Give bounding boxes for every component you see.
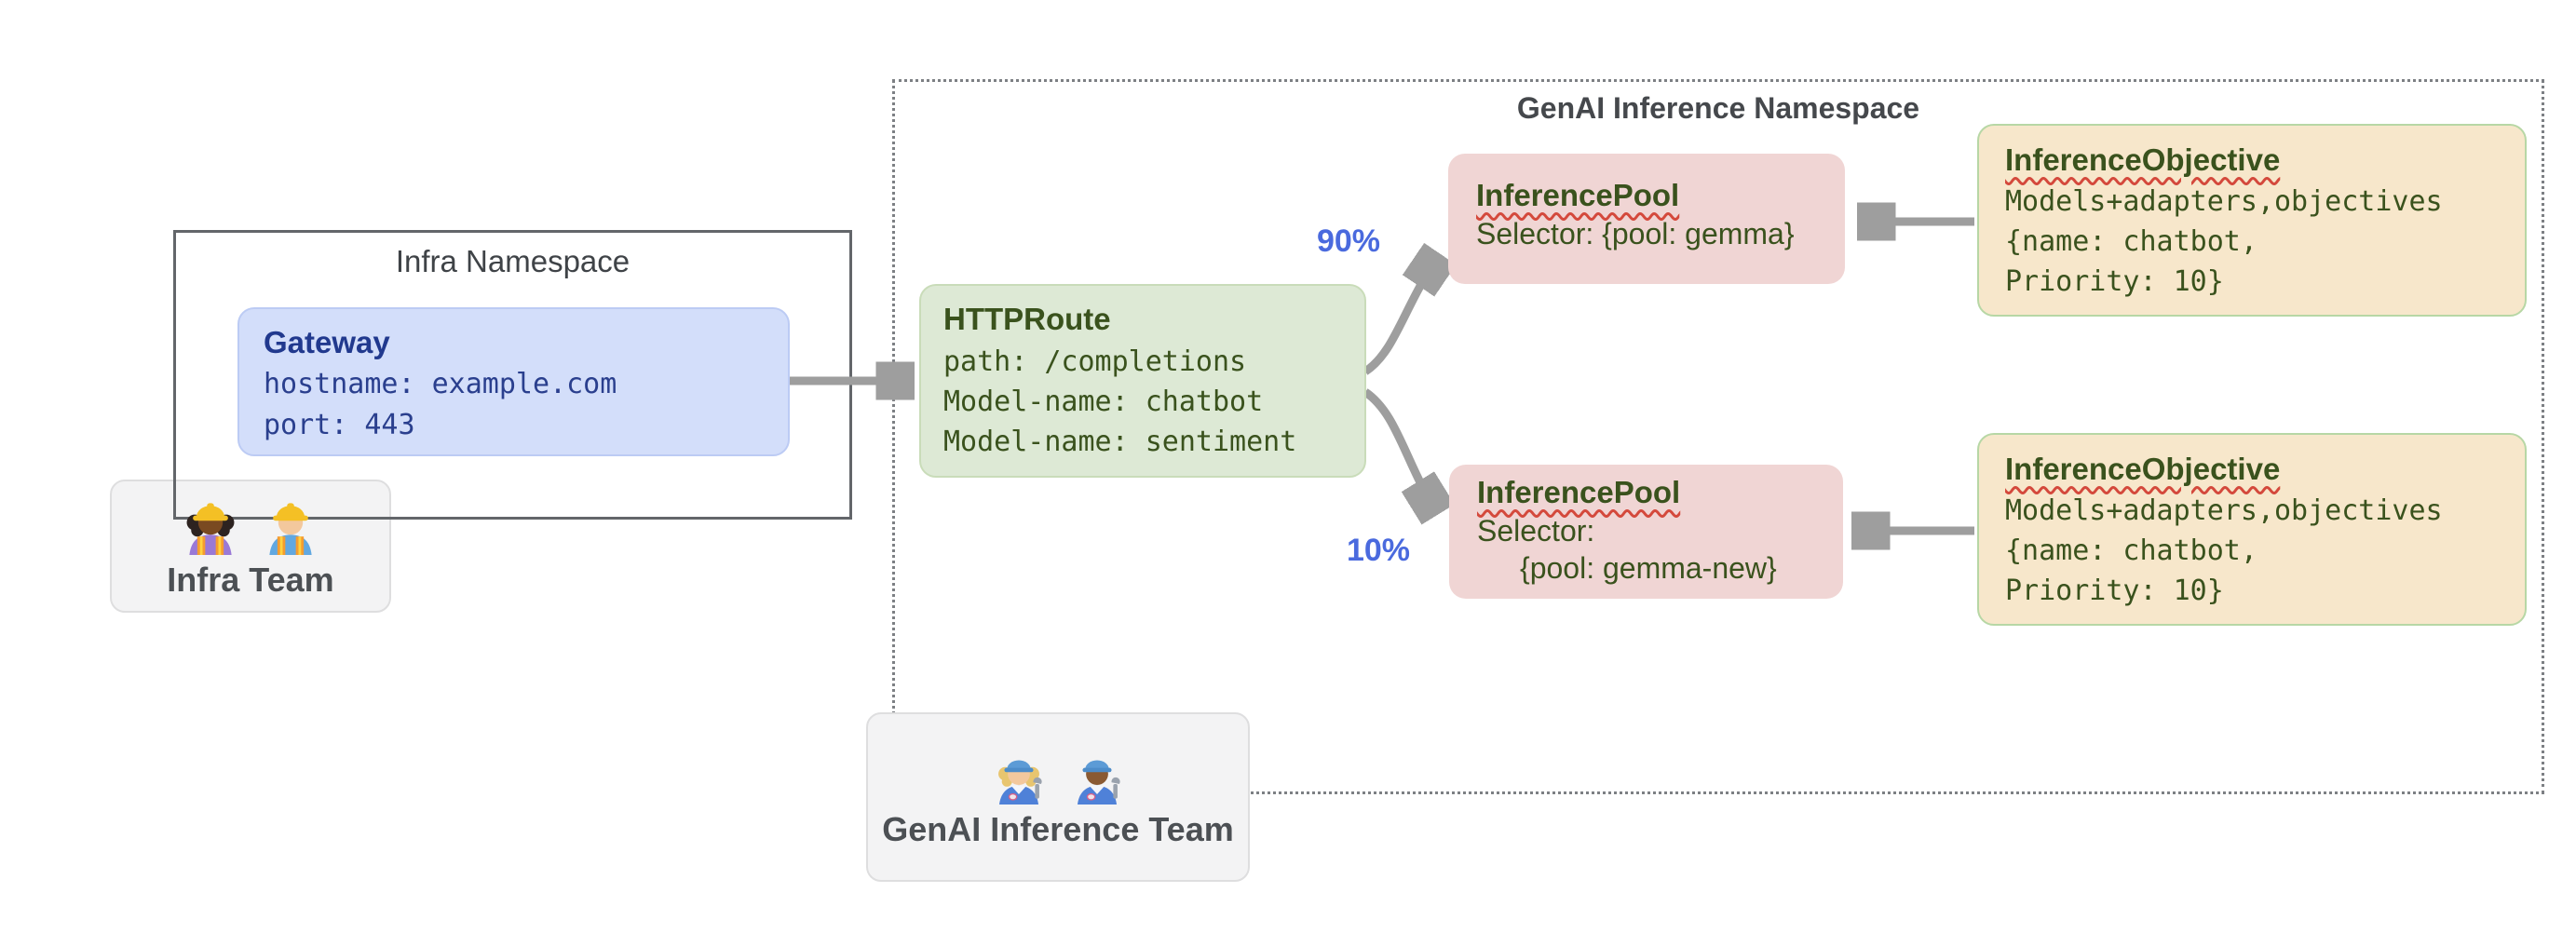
httproute-box: HTTPRoute path: /completions Model-name:… xyxy=(919,284,1366,478)
objective-top-models-line: Models+adapters,objectives xyxy=(2005,185,2443,218)
infra-team-content: Infra Team xyxy=(110,480,391,613)
inference-pool-top-selector-line: Selector: {pool: gemma} xyxy=(1476,217,1795,250)
woman-mechanic-icon xyxy=(998,760,1042,805)
arrow-httproute-to-pool-bottom xyxy=(1363,388,1436,511)
woman-construction-worker-icon xyxy=(186,502,235,555)
gateway-hostname-line: hostname: example.com xyxy=(264,368,617,400)
inference-objective-top-title: InferenceObjective xyxy=(2005,142,2281,177)
gateway-port-line: port: 443 xyxy=(264,409,415,441)
wrench-glyph xyxy=(1033,777,1042,799)
arrow-httproute-to-pool-top xyxy=(1363,257,1438,375)
inference-objective-bottom-box: InferenceObjective Models+adapters,objec… xyxy=(1977,433,2527,626)
inference-pool-bottom-box: InferencePool Selector: {pool: gemma-new… xyxy=(1449,465,1843,599)
gateway-box: Gateway hostname: example.com port: 443 xyxy=(237,307,790,456)
wrench-glyph xyxy=(1111,777,1120,799)
httproute-model-chatbot-line: Model-name: chatbot xyxy=(943,385,1264,418)
infra-namespace-title: Infra Namespace xyxy=(395,244,630,278)
objective-top-priority-line: Priority: 10} xyxy=(2005,265,2224,298)
traffic-split-10-label: 10% xyxy=(1346,533,1411,568)
inference-pool-top-box: InferencePool Selector: {pool: gemma} xyxy=(1448,154,1845,284)
infra-team-card xyxy=(110,480,391,613)
man-construction-worker-icon xyxy=(269,502,312,555)
objective-top-name-line: {name: chatbot, xyxy=(2005,225,2257,258)
inference-pool-bottom-pool-line: {pool: gemma-new} xyxy=(1520,551,1777,585)
httproute-model-sentiment-line: Model-name: sentiment xyxy=(943,426,1297,458)
inference-pool-bottom-selector-line: Selector: xyxy=(1477,514,1595,548)
inference-pool-bottom-title: InferencePool xyxy=(1477,475,1681,509)
inference-objective-bottom-title: InferenceObjective xyxy=(2005,452,2281,486)
traffic-split-90-label: 90% xyxy=(1316,223,1381,259)
infra-team-label: Infra Team xyxy=(167,560,334,599)
genai-team-label: GenAI Inference Team xyxy=(882,810,1234,848)
objective-bottom-name-line: {name: chatbot, xyxy=(2005,534,2257,567)
genai-namespace-title: GenAI Inference Namespace xyxy=(1516,91,1920,125)
httproute-title: HTTPRoute xyxy=(943,302,1111,336)
genai-team-card: GenAI Inference Team xyxy=(866,712,1250,882)
objective-bottom-models-line: Models+adapters,objectives xyxy=(2005,494,2443,527)
objective-bottom-priority-line: Priority: 10} xyxy=(2005,575,2224,607)
man-mechanic-icon xyxy=(1077,760,1120,805)
inference-objective-top-box: InferenceObjective Models+adapters,objec… xyxy=(1977,124,2527,317)
inference-pool-top-title: InferencePool xyxy=(1476,178,1680,212)
httproute-path-line: path: /completions xyxy=(943,345,1247,378)
gateway-title: Gateway xyxy=(264,325,390,359)
